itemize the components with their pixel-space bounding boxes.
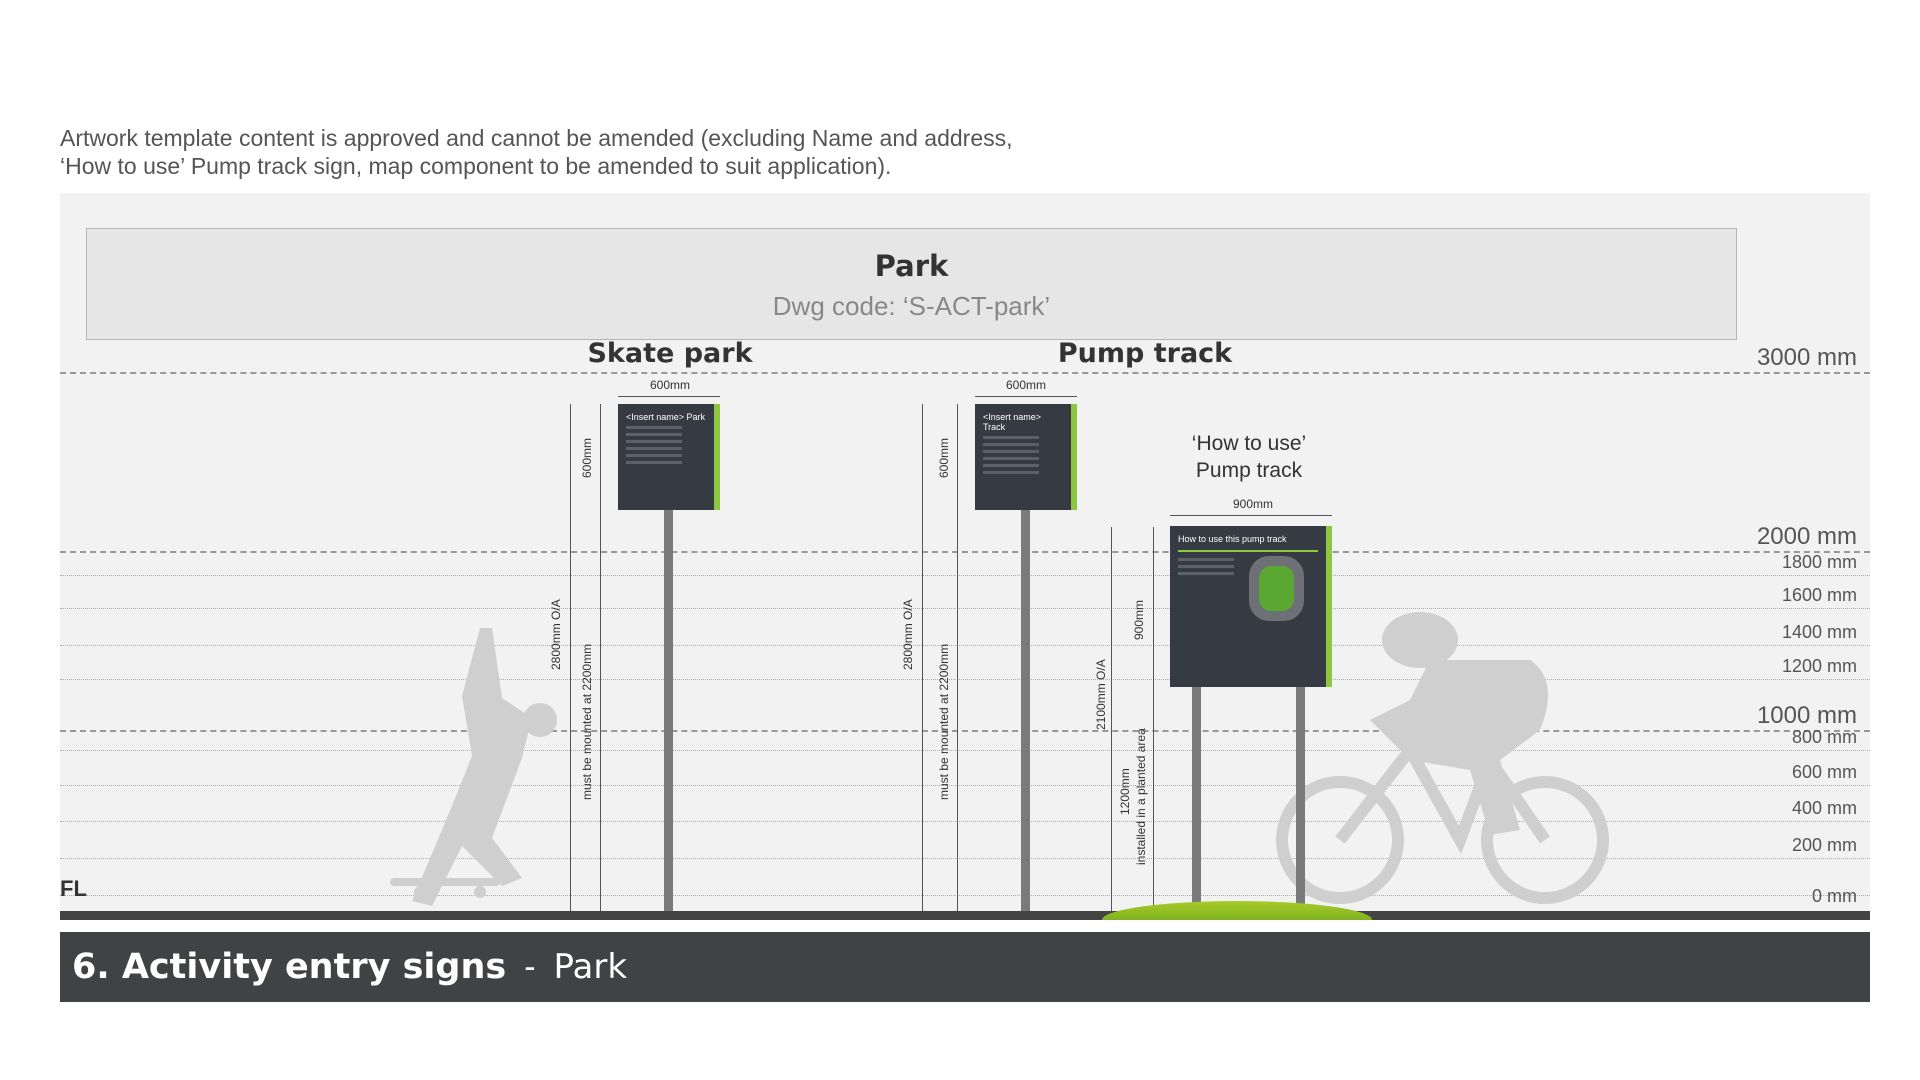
sign-title: <Insert name> Track (983, 412, 1042, 432)
dimension-line (570, 404, 571, 913)
overall-height-label: 2800mm O/A (901, 599, 915, 670)
level-line (60, 785, 1870, 786)
level-line (60, 645, 1870, 646)
cyclist-silhouette (1276, 612, 1609, 904)
how-to-use-sign: How to use this pump track (1170, 526, 1332, 687)
howto-sign-post (1296, 685, 1305, 905)
level-label: 3000 mm (1756, 344, 1857, 371)
section-banner: 6. Activity entry signs-Park (60, 932, 1870, 1002)
dimension-line (957, 404, 958, 913)
intro-line: Artwork template content is approved and… (60, 125, 1013, 151)
level-label: 600 mm (1791, 762, 1857, 782)
ground-line (60, 911, 1870, 920)
height-label: 600mm (580, 437, 594, 478)
width-label: 600mm (649, 378, 691, 392)
height-label: 900mm (1132, 599, 1146, 640)
level-label: 400 mm (1791, 798, 1857, 818)
floor-level-label: FL (60, 876, 87, 901)
width-label: 600mm (1005, 378, 1047, 392)
pump-track-sign: <Insert name> Track (975, 404, 1077, 510)
level-line (60, 895, 1870, 896)
level-line (60, 730, 1870, 732)
level-label: 1000 mm (1756, 702, 1857, 729)
skate-park-sign: <Insert name> Park (618, 404, 720, 510)
overall-height-label: 2800mm O/A (549, 599, 563, 670)
level-label: 0 mm (1812, 886, 1857, 906)
width-dimension (975, 396, 1077, 397)
level-line (60, 372, 1870, 374)
pump-sign-post (1021, 505, 1030, 913)
mounting-label: must be mounted at 2200mm (580, 643, 594, 800)
level-label: 1200 mm (1781, 656, 1857, 676)
howto-sign-post (1192, 685, 1201, 905)
dimension-line (1153, 527, 1154, 913)
title-line: Pump track (1195, 459, 1303, 482)
mounting-label: must be mounted at 2200mm (937, 643, 951, 800)
planted-note: installed in a planted area (1134, 728, 1148, 865)
level-label: 1800 mm (1781, 552, 1857, 572)
level-line (60, 551, 1870, 553)
how-to-use-title: ‘How to use’ Pump track (1192, 430, 1306, 484)
width-dimension (1170, 515, 1332, 516)
dimension-line (1111, 527, 1112, 913)
width-dimension (618, 396, 720, 397)
skater-silhouette (390, 628, 557, 906)
level-line (60, 575, 1870, 576)
level-line (60, 858, 1870, 859)
dimension-line (922, 404, 923, 913)
level-label: 2000 mm (1756, 523, 1857, 550)
dwg-code: Dwg code: ‘S-ACT-park’ (772, 291, 1051, 321)
planted-height-label: 1200mm (1118, 768, 1132, 815)
level-label: 200 mm (1791, 835, 1857, 855)
level-label: 1600 mm (1781, 585, 1857, 605)
level-label: 1400 mm (1781, 622, 1857, 642)
height-label: 600mm (937, 437, 951, 478)
pump-track-title: Pump track (1057, 338, 1233, 369)
level-line (60, 821, 1870, 822)
level-line (60, 750, 1870, 751)
level-label: 800 mm (1791, 727, 1857, 747)
intro-text: Artwork template content is approved and… (60, 124, 1013, 180)
planted-mound (1102, 901, 1372, 920)
section-subtitle: Park (553, 947, 628, 987)
separator: - (524, 947, 536, 986)
width-label: 900mm (1232, 497, 1274, 511)
sign-title: How to use this pump track (1178, 534, 1287, 544)
sign-title: <Insert name> Park (626, 412, 706, 422)
skate-park-title: Skate park (587, 338, 753, 369)
title-line: ‘How to use’ (1191, 432, 1307, 455)
page-title: Park (874, 249, 949, 283)
skate-sign-post (664, 505, 673, 913)
overall-height-label: 2100mm O/A (1094, 659, 1108, 730)
dimension-line (600, 404, 601, 913)
section-number-title: 6. Activity entry signs (72, 947, 507, 987)
intro-line: ‘How to use’ Pump track sign, map compon… (60, 153, 892, 179)
level-line (60, 608, 1870, 609)
level-line (60, 679, 1870, 680)
